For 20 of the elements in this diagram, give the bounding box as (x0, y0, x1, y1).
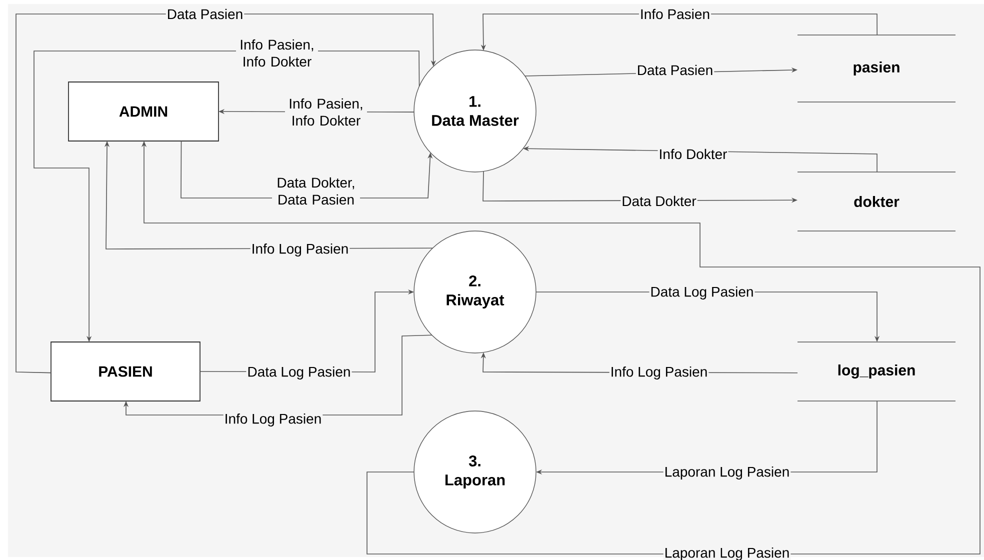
data-store: log_pasien (797, 342, 956, 402)
edge-label: Data Pasien (166, 8, 244, 20)
edge-label: Data Dokter (620, 194, 698, 208)
edge-label: Laporan Log Pasien (663, 465, 791, 481)
edge-label: Info Log Pasien (609, 365, 709, 381)
edge-label: Info Pasien, Info Dokter (236, 38, 318, 68)
edge-label: Info Pasien (638, 8, 712, 20)
edge-label: Data Log Pasien (246, 365, 352, 381)
data-store: pasien (797, 34, 956, 102)
edge-label: Info Pasien, Info Dokter (285, 97, 367, 127)
edge-label: Data Log Pasien (649, 285, 755, 301)
edge-label: Info Log Pasien (250, 242, 350, 258)
process-box: ADMIN (68, 82, 219, 142)
edge-label: Info Dokter (658, 148, 728, 160)
data-store: dokter (797, 172, 956, 232)
edge-label: Data Pasien (636, 64, 714, 76)
arrow (16, 14, 436, 374)
edge-label: Info Log Pasien (223, 412, 323, 428)
edge-label: Data Dokter, Data Pasien (272, 176, 360, 206)
process-box: PASIEN (50, 342, 200, 402)
